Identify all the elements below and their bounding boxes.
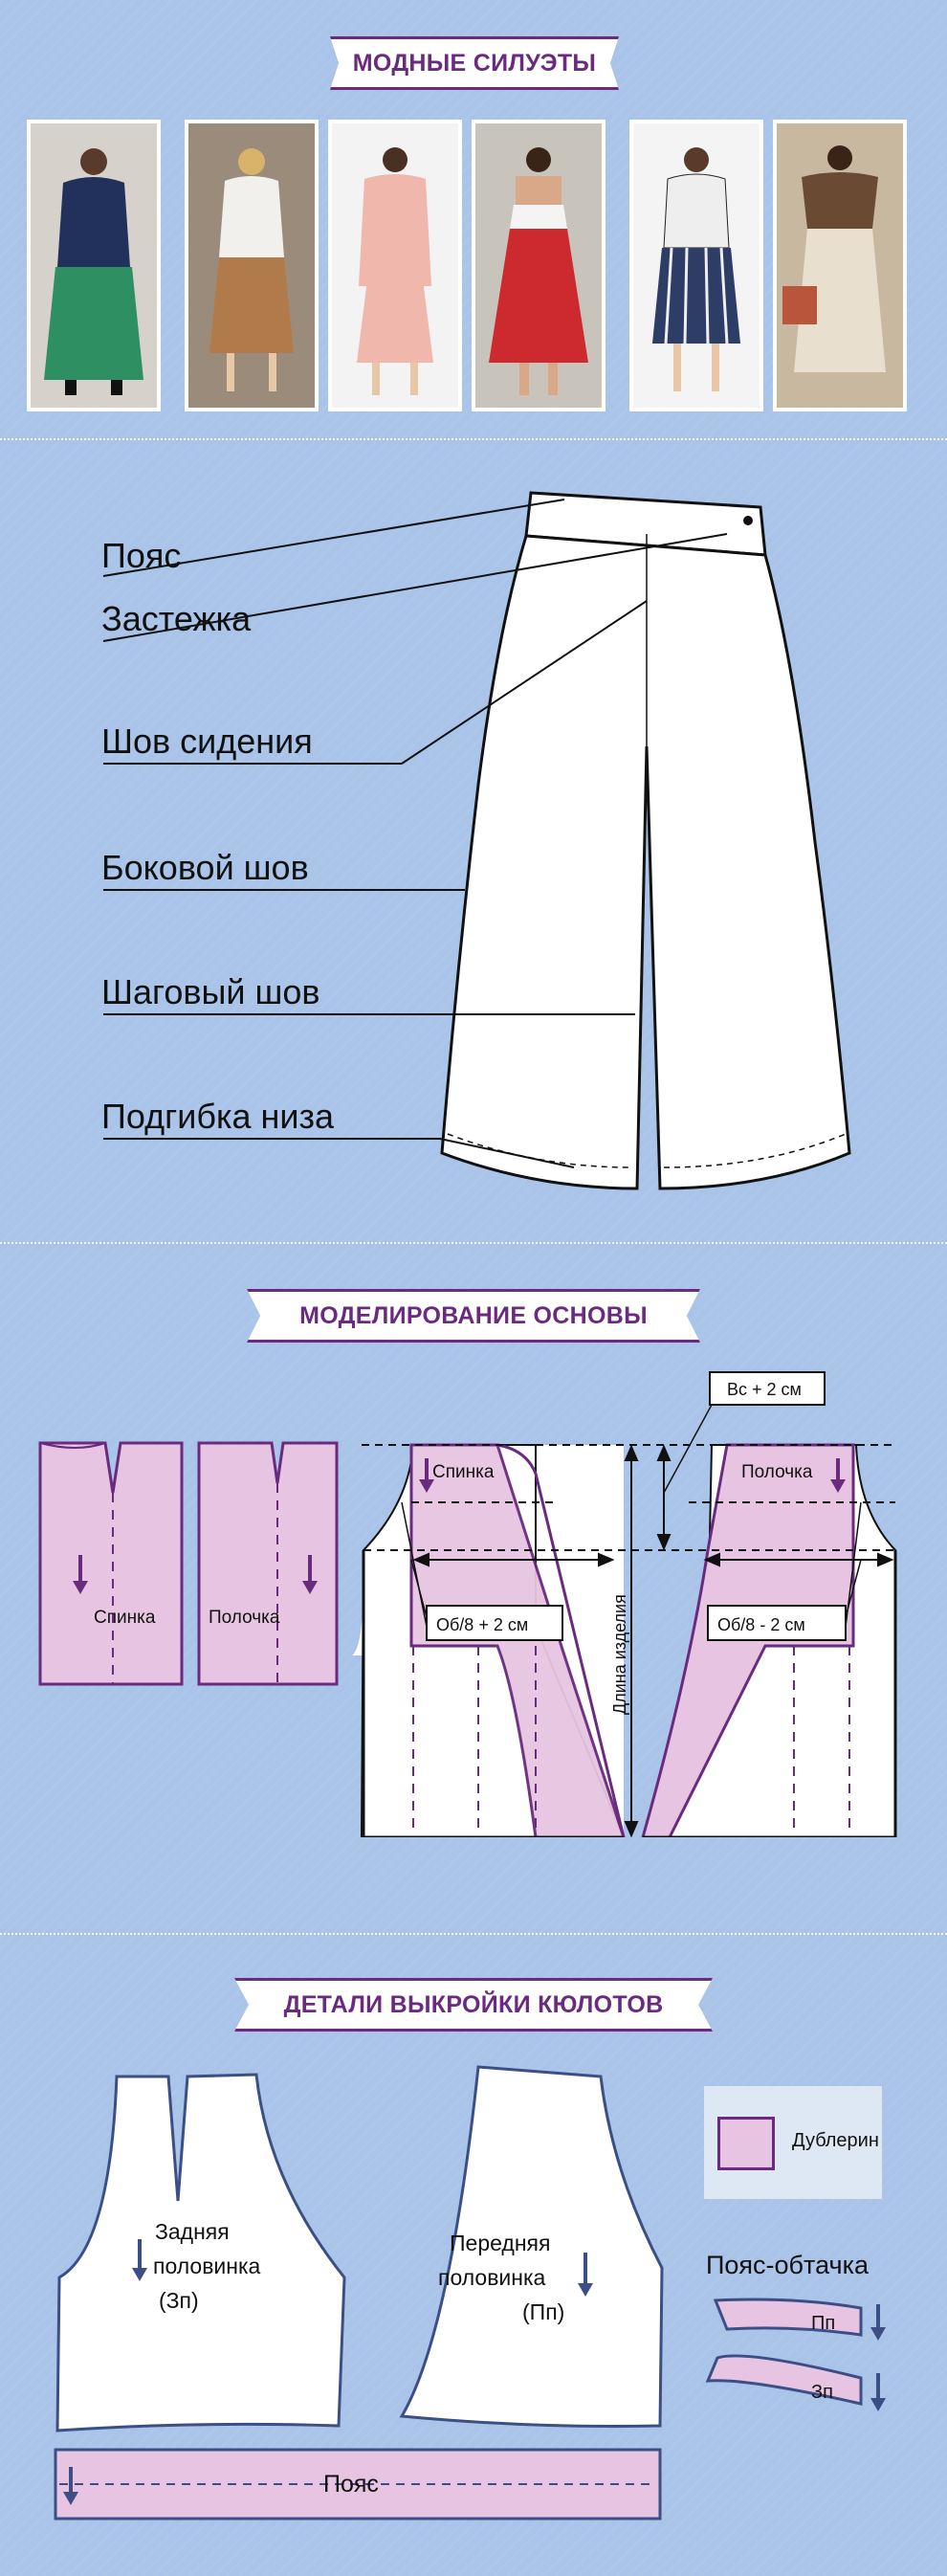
culottes-technical-drawing	[102, 491, 851, 1190]
back-facing-label: Зп	[811, 2382, 833, 2403]
section-divider	[0, 1933, 947, 1935]
front-facing-piece	[713, 2298, 863, 2337]
interfacing-swatch	[717, 2117, 775, 2170]
silhouette-photo-5	[629, 120, 763, 411]
silhouette-photo-1	[27, 120, 161, 411]
silhouette-photo-2	[185, 120, 319, 411]
front-half-label-2: половинка	[438, 2265, 546, 2290]
back-modeled-label: Спинка	[432, 1462, 495, 1482]
section-divider	[0, 438, 947, 440]
facing-title: Пояс-обтачка	[706, 2251, 869, 2279]
woman-figure-image	[332, 123, 458, 408]
waist-rise-callout: Вс + 2 см	[727, 1380, 802, 1399]
front-base-pattern	[197, 1441, 339, 1686]
length-label: Длина изделия	[610, 1594, 629, 1715]
silhouettes-banner: МОДНЫЕ СИЛУЭТЫ	[330, 36, 619, 90]
modeling-title: МОДЕЛИРОВАНИЕ ОСНОВЫ	[299, 1301, 648, 1329]
front-base-label: Полочка	[209, 1608, 280, 1628]
modeling-diagram: Спинка Полочка Спинка Полочка	[38, 1371, 897, 1837]
belt-piece-label: Пояс	[323, 2471, 379, 2498]
back-half-label-1: Задняя	[155, 2219, 230, 2244]
silhouette-photo-4	[472, 120, 606, 411]
details-banner: ДЕТАЛИ ВЫКРОЙКИ КЮЛОТОВ	[234, 1978, 713, 2032]
silhouette-photo-3	[328, 120, 462, 411]
seat-seam-label: Шов сидения	[101, 722, 313, 761]
hip-front-callout: Об/8 - 2 см	[717, 1615, 805, 1634]
modeling-banner: МОДЕЛИРОВАНИЕ ОСНОВЫ	[247, 1289, 700, 1343]
silhouettes-title: МОДНЫЕ СИЛУЭТЫ	[352, 49, 597, 77]
button-icon	[743, 516, 753, 525]
fastener-label: Застежка	[101, 599, 252, 638]
front-facing-label: Пп	[811, 2313, 835, 2334]
silhouette-photo-6	[773, 120, 907, 411]
front-half-piece	[399, 2065, 664, 2429]
woman-figure-image	[777, 123, 903, 408]
back-facing-piece	[705, 2354, 863, 2406]
inseam-label: Шаговый шов	[101, 972, 320, 1011]
back-half-label-3: (Зп)	[159, 2288, 199, 2313]
hip-back-callout: Об/8 + 2 см	[436, 1615, 528, 1634]
pattern-details-diagram: Задняя половинка (Зп) Передняя половинка…	[54, 2065, 886, 2520]
interfacing-label: Дублерин	[792, 2130, 879, 2151]
woman-figure-image	[31, 123, 157, 408]
front-modeled-label: Полочка	[741, 1462, 813, 1482]
woman-figure-image	[188, 123, 315, 408]
hem-label: Подгибка низа	[101, 1097, 335, 1136]
back-half-piece	[55, 2073, 346, 2432]
belt-label: Пояс	[101, 536, 182, 575]
back-base-pattern	[38, 1441, 184, 1686]
details-title: ДЕТАЛИ ВЫКРОЙКИ КЮЛОТОВ	[283, 1990, 664, 2018]
section-divider	[0, 1242, 947, 1244]
woman-figure-image	[475, 123, 602, 408]
front-half-label-1: Передняя	[450, 2231, 550, 2255]
front-half-label-3: (Пп)	[522, 2299, 564, 2324]
back-base-label: Спинка	[94, 1608, 156, 1628]
woman-figure-image	[633, 123, 760, 408]
interfacing-legend: Дублерин	[704, 2086, 882, 2199]
back-half-label-2: половинка	[153, 2254, 261, 2278]
side-seam-label: Боковой шов	[101, 848, 309, 887]
